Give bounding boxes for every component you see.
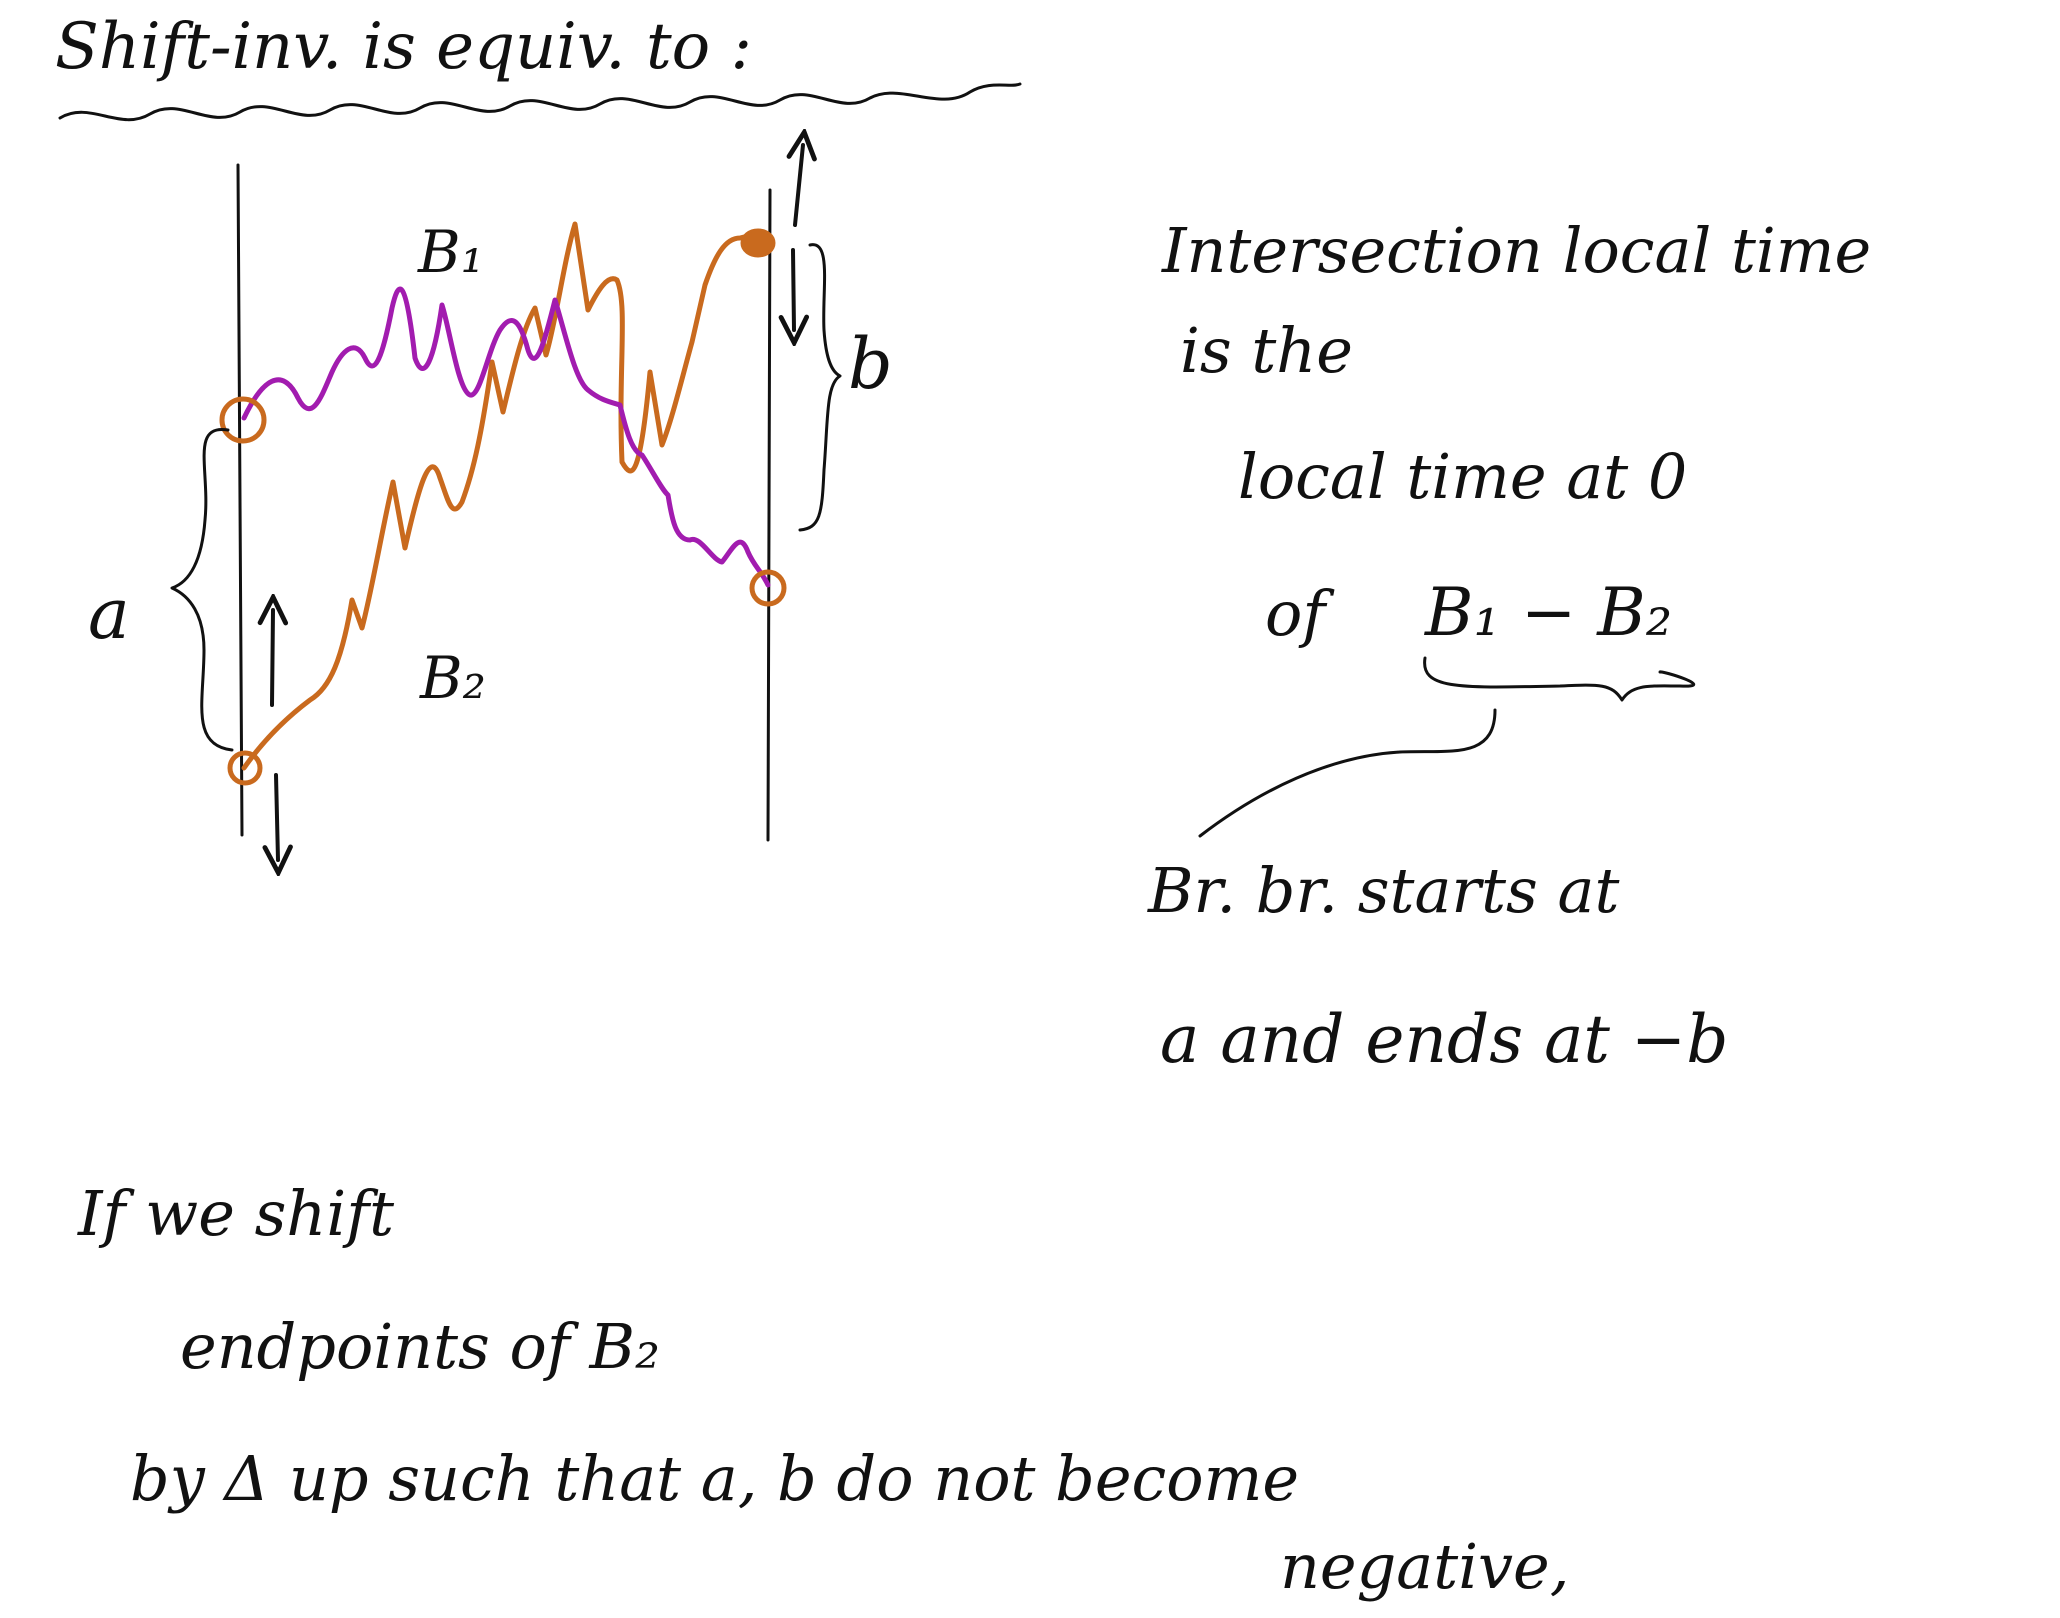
endpoint-b2-start	[227, 750, 263, 786]
note-line-2: is the	[1180, 314, 1353, 387]
bridge-path-b2	[241, 221, 763, 771]
footer-line-2: endpoints of B₂	[180, 1310, 660, 1383]
note-line-5: Br. br. starts at	[1147, 854, 1619, 927]
footer-line-4: negative,	[1280, 1530, 1569, 1603]
endpoint-b2-end	[740, 228, 776, 258]
header-wavy-underline	[58, 82, 1022, 122]
footer-line-3: by Δ up such that a, b do not become	[130, 1442, 1299, 1515]
arrow-up-left	[272, 610, 273, 707]
arrow-up-right	[795, 145, 803, 227]
brace-b	[798, 243, 842, 532]
annotation-connector	[1198, 708, 1497, 838]
label-b1: B₁	[417, 218, 484, 286]
left-vertical-axis	[236, 163, 244, 837]
note-line-4-prefix: of	[1265, 577, 1335, 650]
expression-underbrace	[1423, 656, 1696, 702]
note-line-4-expression: B₁ − B₂	[1424, 574, 1672, 651]
label-a: a	[88, 573, 130, 655]
arrow-down-right	[793, 248, 794, 330]
note-line-6: a and ends at −b	[1160, 1001, 1728, 1078]
endpoint-b1-start	[219, 396, 267, 444]
label-b: b	[848, 323, 893, 405]
footer-line-1: If we shift	[77, 1177, 394, 1250]
note-line-1: Intersection local time	[1161, 214, 1871, 287]
right-vertical-axis	[766, 188, 772, 842]
brace-a	[170, 428, 234, 752]
header-title: Shift-inv. is equiv. to :	[55, 10, 752, 84]
endpoint-b1-end	[749, 569, 787, 607]
note-line-3: local time at 0	[1238, 440, 1687, 513]
label-b2: B₂	[419, 644, 486, 712]
arrow-down-left	[276, 773, 278, 860]
bridge-path-b1	[241, 286, 771, 588]
